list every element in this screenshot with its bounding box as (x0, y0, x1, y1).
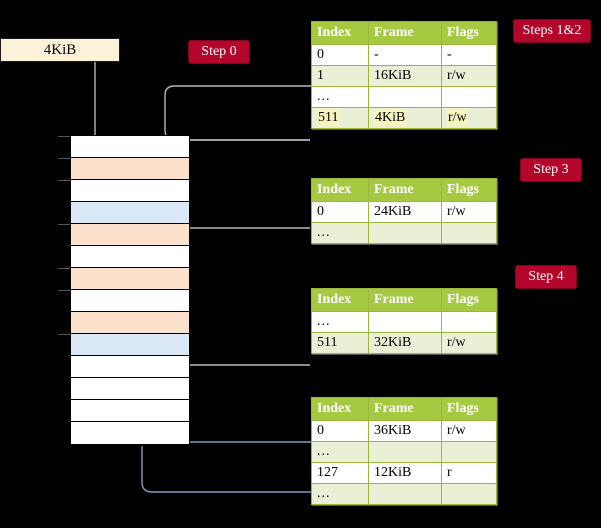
memory-frame-row (71, 136, 189, 158)
memory-frame-row (71, 268, 189, 290)
memory-frame-row (71, 290, 189, 312)
table-cell-flags: r/w (441, 65, 497, 87)
highlighted-value: 511 (317, 109, 340, 126)
table-cell-index: 0 (311, 420, 369, 442)
table-cell-flags: r (441, 462, 497, 484)
step-label-text: Step 4 (528, 269, 564, 284)
memory-tick (58, 268, 70, 269)
step-label-text: Step 0 (201, 44, 237, 59)
table-row: ... (311, 222, 497, 244)
step-label-text: Step 3 (533, 162, 569, 177)
table-cell-flags (441, 311, 497, 333)
column-header-flags: Flags (441, 178, 497, 202)
memory-tick (58, 158, 70, 159)
table-row: ... (311, 86, 497, 108)
table-cell-frame (368, 483, 442, 505)
memory-frame-row (71, 158, 189, 180)
physical-memory-column (70, 135, 190, 446)
step-label-text: Steps 1&2 (522, 23, 582, 38)
table-cell-flags (441, 483, 497, 505)
table-cell-flags (441, 86, 497, 108)
memory-frame-row (71, 224, 189, 246)
column-header-frame: Frame (368, 178, 442, 202)
table-cell-index: ... (311, 86, 369, 108)
column-header-frame: Frame (368, 21, 442, 45)
memory-frame-row (71, 400, 189, 422)
table-cell-index: 127 (311, 462, 369, 484)
table-cell-flags: r/w (441, 420, 497, 442)
table-cell-frame (368, 441, 442, 463)
column-header-frame: Frame (368, 288, 442, 312)
table-cell-frame: 4KiB (368, 107, 442, 129)
source-frame-label: 4KiB (43, 42, 77, 58)
table-cell-index: 511 (311, 107, 369, 129)
memory-frame-row (71, 378, 189, 400)
column-header-index: Index (311, 288, 369, 312)
step-label-3: Step 3 (520, 158, 582, 182)
memory-tick (58, 334, 70, 335)
table-cell-frame: 12KiB (368, 462, 442, 484)
column-header-flags: Flags (441, 21, 497, 45)
column-header-flags: Flags (441, 288, 497, 312)
column-header-index: Index (311, 178, 369, 202)
step-label-4: Step 4 (515, 265, 577, 289)
memory-frame-row (71, 334, 189, 356)
table-row: ... (311, 441, 497, 463)
table-cell-frame: 24KiB (368, 201, 442, 223)
memory-frame-row (71, 180, 189, 202)
table-cell-index: ... (311, 441, 369, 463)
table-cell-flags (441, 441, 497, 463)
memory-frame-row (71, 246, 189, 268)
table-cell-flags (441, 222, 497, 244)
column-header-flags: Flags (441, 397, 497, 421)
memory-tick (58, 180, 70, 181)
table-cell-frame: 16KiB (368, 65, 442, 87)
table-cell-index: ... (311, 483, 369, 505)
source-frame-box: 4KiB (0, 38, 120, 62)
memory-tick (58, 290, 70, 291)
table-cell-frame (368, 86, 442, 108)
table-cell-index: 0 (311, 201, 369, 223)
table-cell-flags: r/w (441, 107, 497, 129)
table-cell-index: ... (311, 222, 369, 244)
memory-frame-row (71, 202, 189, 224)
table-cell-flags: r/w (441, 201, 497, 223)
table-cell-index: 1 (311, 65, 369, 87)
table-cell-frame (368, 222, 442, 244)
memory-tick (58, 224, 70, 225)
table-row: 0-- (311, 44, 497, 66)
memory-frame-row (71, 356, 189, 378)
table-cell-flags: - (441, 44, 497, 66)
table-row: ... (311, 483, 497, 505)
highlighted-value: r/w (447, 109, 468, 126)
table-cell-frame: - (368, 44, 442, 66)
table-cell-flags: r/w (441, 332, 497, 354)
table-cell-index: 0 (311, 44, 369, 66)
memory-tick (58, 136, 70, 137)
step-label-0: Step 0 (188, 40, 250, 64)
step-label-1-2: Steps 1&2 (513, 19, 591, 43)
table-cell-index: 511 (311, 332, 369, 354)
memory-frame-row (71, 422, 189, 444)
table-cell-frame: 32KiB (368, 332, 442, 354)
table-cell-frame (368, 311, 442, 333)
column-header-index: Index (311, 21, 369, 45)
column-header-frame: Frame (368, 397, 442, 421)
highlighted-value: 4KiB (374, 109, 407, 126)
table-row: 511 4KiB r/w (311, 107, 497, 129)
column-header-index: Index (311, 397, 369, 421)
table-cell-frame: 36KiB (368, 420, 442, 442)
table-cell-index: ... (311, 311, 369, 333)
table-row: ... (311, 311, 497, 333)
memory-frame-row (71, 312, 189, 334)
